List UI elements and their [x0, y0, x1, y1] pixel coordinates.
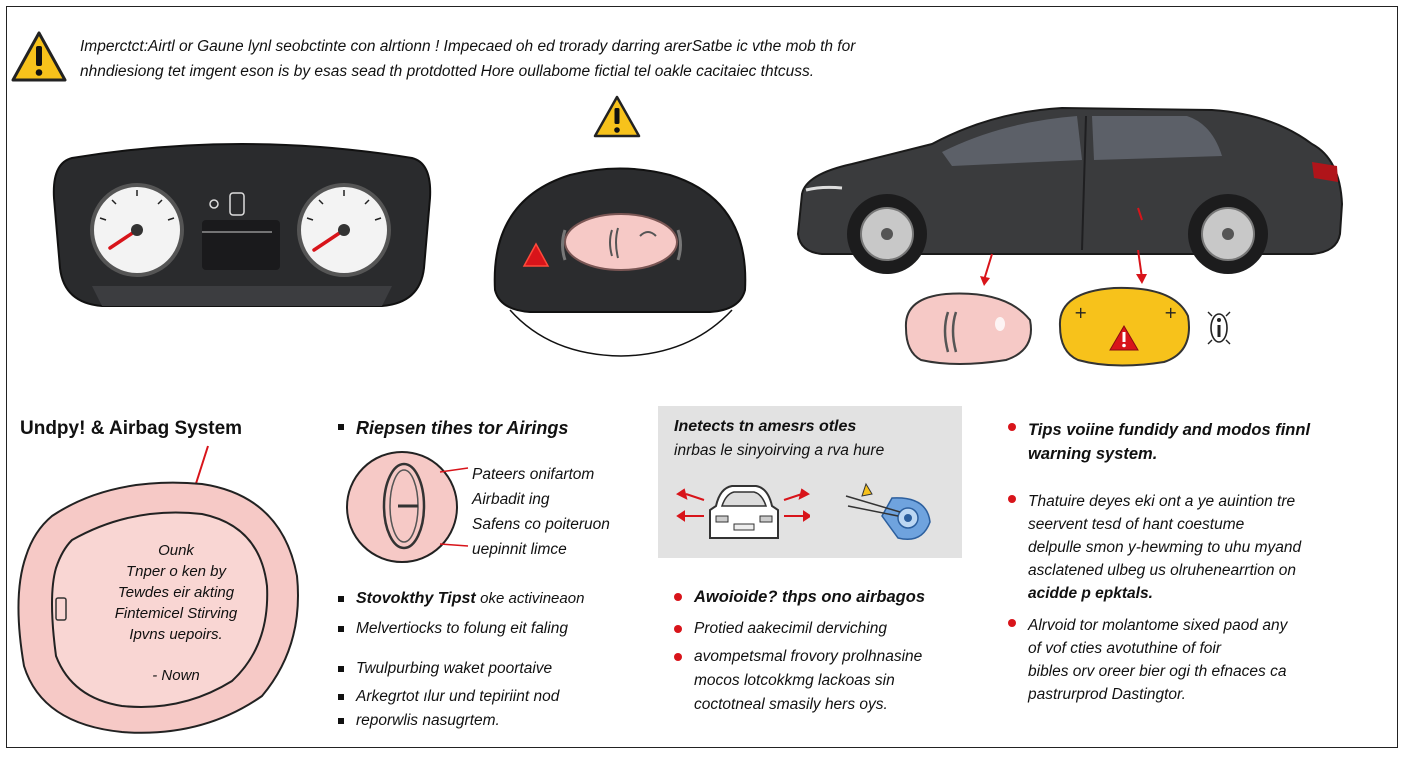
bubble-line: Ounk [158, 542, 194, 559]
warning-banner: Imperctct:Airtl or Gaune lynl seobctinte… [80, 34, 1080, 84]
airbag-diagram [346, 451, 469, 563]
bubble-text: Ounk Tnper o ken by Tewdes eir akting Fi… [76, 540, 276, 686]
warning-line-2: nhndiesiong tet imgent eson is by esas s… [80, 63, 815, 80]
col2-bullet: Twulpurbing waket poortaive [337, 660, 553, 677]
col4-p2-line: Alrvoid tor molantome sixed paod any [1028, 617, 1288, 634]
col4-title: Tips voiine fundidy and modos finnl warn… [1007, 418, 1311, 466]
seatbelt-icon [1207, 311, 1231, 345]
col3-bullet-cont: mocos lotcokkmg lackoas sin [694, 672, 895, 689]
airbag-pad-pink [904, 292, 1032, 365]
car-pointer-arrows [980, 250, 1147, 286]
col2-bullet: Melvertiocks to folung eit faling [338, 620, 568, 637]
warning-triangle-icon [11, 31, 67, 82]
airbag-deploy-icon [845, 482, 931, 540]
bubble-line: Fintemicel Stirving [114, 605, 238, 622]
col4-p1-line: Thatuire deyes eki ont a ye auintion tre [1028, 493, 1296, 510]
car-icon [796, 106, 1344, 274]
col3-bullet: Protied aakecimil derviching [674, 620, 887, 637]
col4-p2-line: pastrurprod Dastingtor. [1028, 686, 1186, 703]
col2-tips-heading: Stovokthy Tipst oke activineaon [337, 590, 585, 608]
col4-p1-bold: acidde p epktals. [1028, 585, 1153, 602]
svg-text:+: + [1074, 303, 1087, 322]
diagram-labels: Pateers onifartom Airbadit ing Safens co… [472, 462, 610, 562]
col4-title-line: Tips voiine fundidy and modos finnl [1028, 421, 1311, 439]
airbag-warning-icon: + + [1058, 286, 1190, 367]
diagram-label: Safens co poiteruon [472, 516, 610, 533]
col4-p1-line: asclatened ulbeg us olruhenearrtion on [1028, 562, 1296, 579]
col2-title: Riepsen tihes tor Airings [337, 418, 569, 438]
bubble-line: Tnper o ken by [125, 563, 227, 580]
diagram-label: Airbadit ing [472, 491, 550, 508]
col3-bullet-cont: coctotneal smasily hers oys. [694, 696, 888, 713]
col2-tips-title-rest: oke activineaon [480, 590, 585, 607]
col4-title-line: warning system. [1028, 445, 1158, 463]
col4-p2-line: bibles orv oreer bier ogi th efnaces ca [1028, 663, 1287, 680]
bubble-sign: - Nown [152, 667, 200, 684]
col4-p1-line: delpulle smon y-hewming to uhu myand [1028, 539, 1302, 556]
col3-box-line1: Inetects tn amesrs otles [674, 418, 857, 435]
col2-tips-title: Stovokthy Tipst [356, 590, 476, 607]
diagram-label: Pateers onifartom [472, 466, 595, 483]
col4-p2-line: of vof cties avotuthine of foir [1028, 640, 1221, 657]
diagram-label: uepinnit limce [472, 541, 567, 558]
col4-paragraph-2: Alrvoid tor molantome sixed paod any of … [1007, 614, 1288, 706]
warning-line-1: Imperctct:Airtl or Gaune lynl seobctinte… [80, 38, 856, 55]
airbag-bubble [17, 481, 299, 734]
bubble-line: Tewdes eir akting [117, 584, 235, 601]
col4-p1-line: seervent tesd of hant coestume [1028, 516, 1245, 533]
col2-bullet: reporwlis nasugrtem. [338, 712, 500, 729]
page-frame [6, 6, 1398, 748]
car-front-icon [676, 485, 810, 539]
instrument-cluster [52, 143, 432, 307]
col3-tips-title: Awoioide? thps ono airbagos [674, 588, 925, 606]
col4-paragraph-1: Thatuire deyes eki ont a ye auintion tre… [1007, 490, 1302, 605]
svg-text:+: + [1164, 303, 1177, 322]
col1-title: Undpy! & Airbag System [20, 418, 243, 439]
col3-box-line2: inrbas le sinyoirving a rva hure [674, 442, 885, 459]
col2-bullet: Arkegrtot ılur und tepiriint nod [337, 688, 560, 705]
steering-airbag-module [493, 167, 747, 357]
bubble-line: Ipvns uepoirs. [129, 626, 223, 643]
warning-triangle-icon-2 [593, 95, 641, 138]
col3-bullet: avompetsmal frovory prolhnasine [673, 648, 923, 665]
